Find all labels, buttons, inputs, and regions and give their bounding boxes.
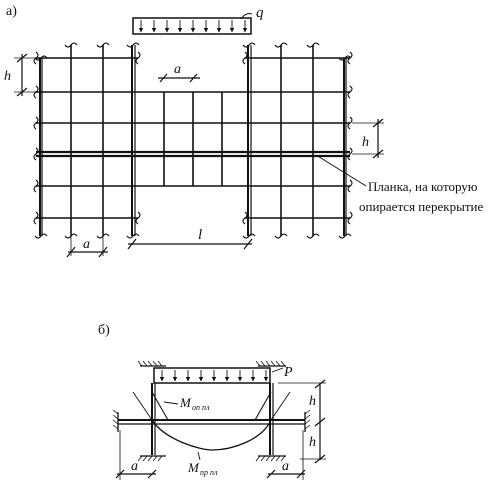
support-hatch	[280, 455, 286, 462]
callout-leader	[315, 154, 367, 187]
break-mark	[135, 51, 141, 65]
dim-a-top-label: a	[174, 62, 181, 77]
horizontal-ledgers	[36, 57, 350, 219]
panel-label-a: а)	[6, 4, 17, 19]
support-hatch	[265, 455, 271, 462]
break-mark	[242, 211, 248, 225]
break-mark	[33, 147, 39, 161]
dimension-h-left	[14, 53, 36, 97]
support-hatch	[137, 455, 143, 462]
distributed-load-p	[153, 367, 271, 384]
support-hatch	[112, 414, 119, 420]
break-mark	[347, 51, 353, 65]
dim-h-top-b-label: h	[309, 394, 316, 409]
dimension-h-b	[278, 379, 326, 464]
support-hatch	[260, 455, 266, 462]
support-hatch	[137, 360, 143, 367]
support-hatch	[270, 360, 276, 367]
support-hatch	[304, 414, 311, 420]
load-label-p: P	[283, 365, 293, 380]
support-hatch	[255, 360, 261, 367]
support-hatch	[147, 455, 153, 462]
dimension-l	[127, 238, 253, 250]
break-mark	[33, 179, 39, 193]
dim-l-label: l	[198, 227, 202, 243]
support-hatch	[142, 360, 148, 367]
support-hatch	[112, 424, 119, 430]
break-mark	[306, 233, 320, 239]
support-hatch	[112, 409, 119, 415]
break-mark	[96, 42, 110, 48]
supports	[112, 360, 311, 462]
support-hatch	[304, 419, 311, 425]
break-mark	[33, 211, 39, 225]
support-hatch	[280, 360, 286, 367]
support-hatch	[142, 455, 148, 462]
break-mark	[274, 42, 288, 48]
break-mark	[135, 211, 141, 225]
support-hatch	[157, 455, 163, 462]
break-mark	[347, 179, 353, 193]
load-label-leader	[240, 13, 253, 20]
moment-support-label: M	[179, 395, 192, 410]
dimension-a-right-b	[266, 430, 306, 480]
break-mark	[347, 85, 353, 99]
support-hatch	[255, 455, 261, 462]
support-hatch	[260, 360, 266, 367]
dim-a-bottom-label: a	[83, 237, 90, 252]
break-mark	[64, 42, 78, 48]
distributed-load-q	[132, 17, 252, 35]
figure-b-beam-scheme	[112, 360, 326, 480]
break-mark	[338, 233, 352, 239]
moment-support-sub: оп пл	[192, 403, 210, 412]
right-frame-block	[247, 45, 347, 236]
dimension-a-left-b	[115, 430, 157, 480]
break-mark	[274, 233, 288, 239]
break-mark	[242, 233, 256, 239]
break-mark	[33, 116, 39, 130]
support-hatch	[275, 360, 281, 367]
callout-text-line2: опирается перекрытие	[359, 199, 483, 214]
dim-a-left-b-label: a	[131, 459, 138, 474]
support-hatch	[112, 419, 119, 425]
moment-span-label: M	[187, 460, 200, 475]
support-hatch	[304, 409, 311, 415]
dimension-a-top	[158, 73, 200, 83]
break-marks	[33, 42, 353, 239]
break-mark	[126, 42, 140, 48]
left-frame-block	[39, 45, 136, 236]
load-label-q: q	[256, 5, 264, 21]
support-hatch	[265, 360, 271, 367]
support-hatch	[157, 360, 163, 367]
break-mark	[347, 116, 353, 130]
support-hatch	[304, 424, 311, 430]
moment-diagram-curve	[151, 419, 272, 451]
support-hatch	[152, 360, 158, 367]
moment-span-sub: пр пл	[200, 468, 218, 477]
dim-h-bottom-b-label: h	[309, 435, 316, 450]
figure-a-frame-system	[14, 17, 384, 258]
panel-label-b: б)	[98, 323, 110, 338]
middle-span-posts	[163, 92, 223, 186]
break-mark	[242, 42, 256, 48]
support-hatch	[152, 455, 158, 462]
support-hatch	[147, 360, 153, 367]
support-hatch	[270, 455, 276, 462]
callout-text-line1: Планка, на которую	[368, 179, 478, 194]
dimension-a-bottom	[66, 236, 108, 258]
support-hatch	[275, 455, 281, 462]
break-mark	[347, 147, 353, 161]
break-mark	[242, 51, 248, 65]
dim-h-right-label: h	[362, 135, 369, 150]
dim-h-left-label: h	[4, 69, 11, 84]
break-mark	[126, 233, 140, 239]
break-mark	[34, 233, 48, 239]
break-mark	[347, 211, 353, 225]
break-mark	[338, 55, 352, 61]
break-mark	[34, 55, 48, 61]
break-mark	[306, 42, 320, 48]
dimension-h-right	[352, 118, 384, 159]
dim-a-right-b-label: a	[282, 459, 289, 474]
